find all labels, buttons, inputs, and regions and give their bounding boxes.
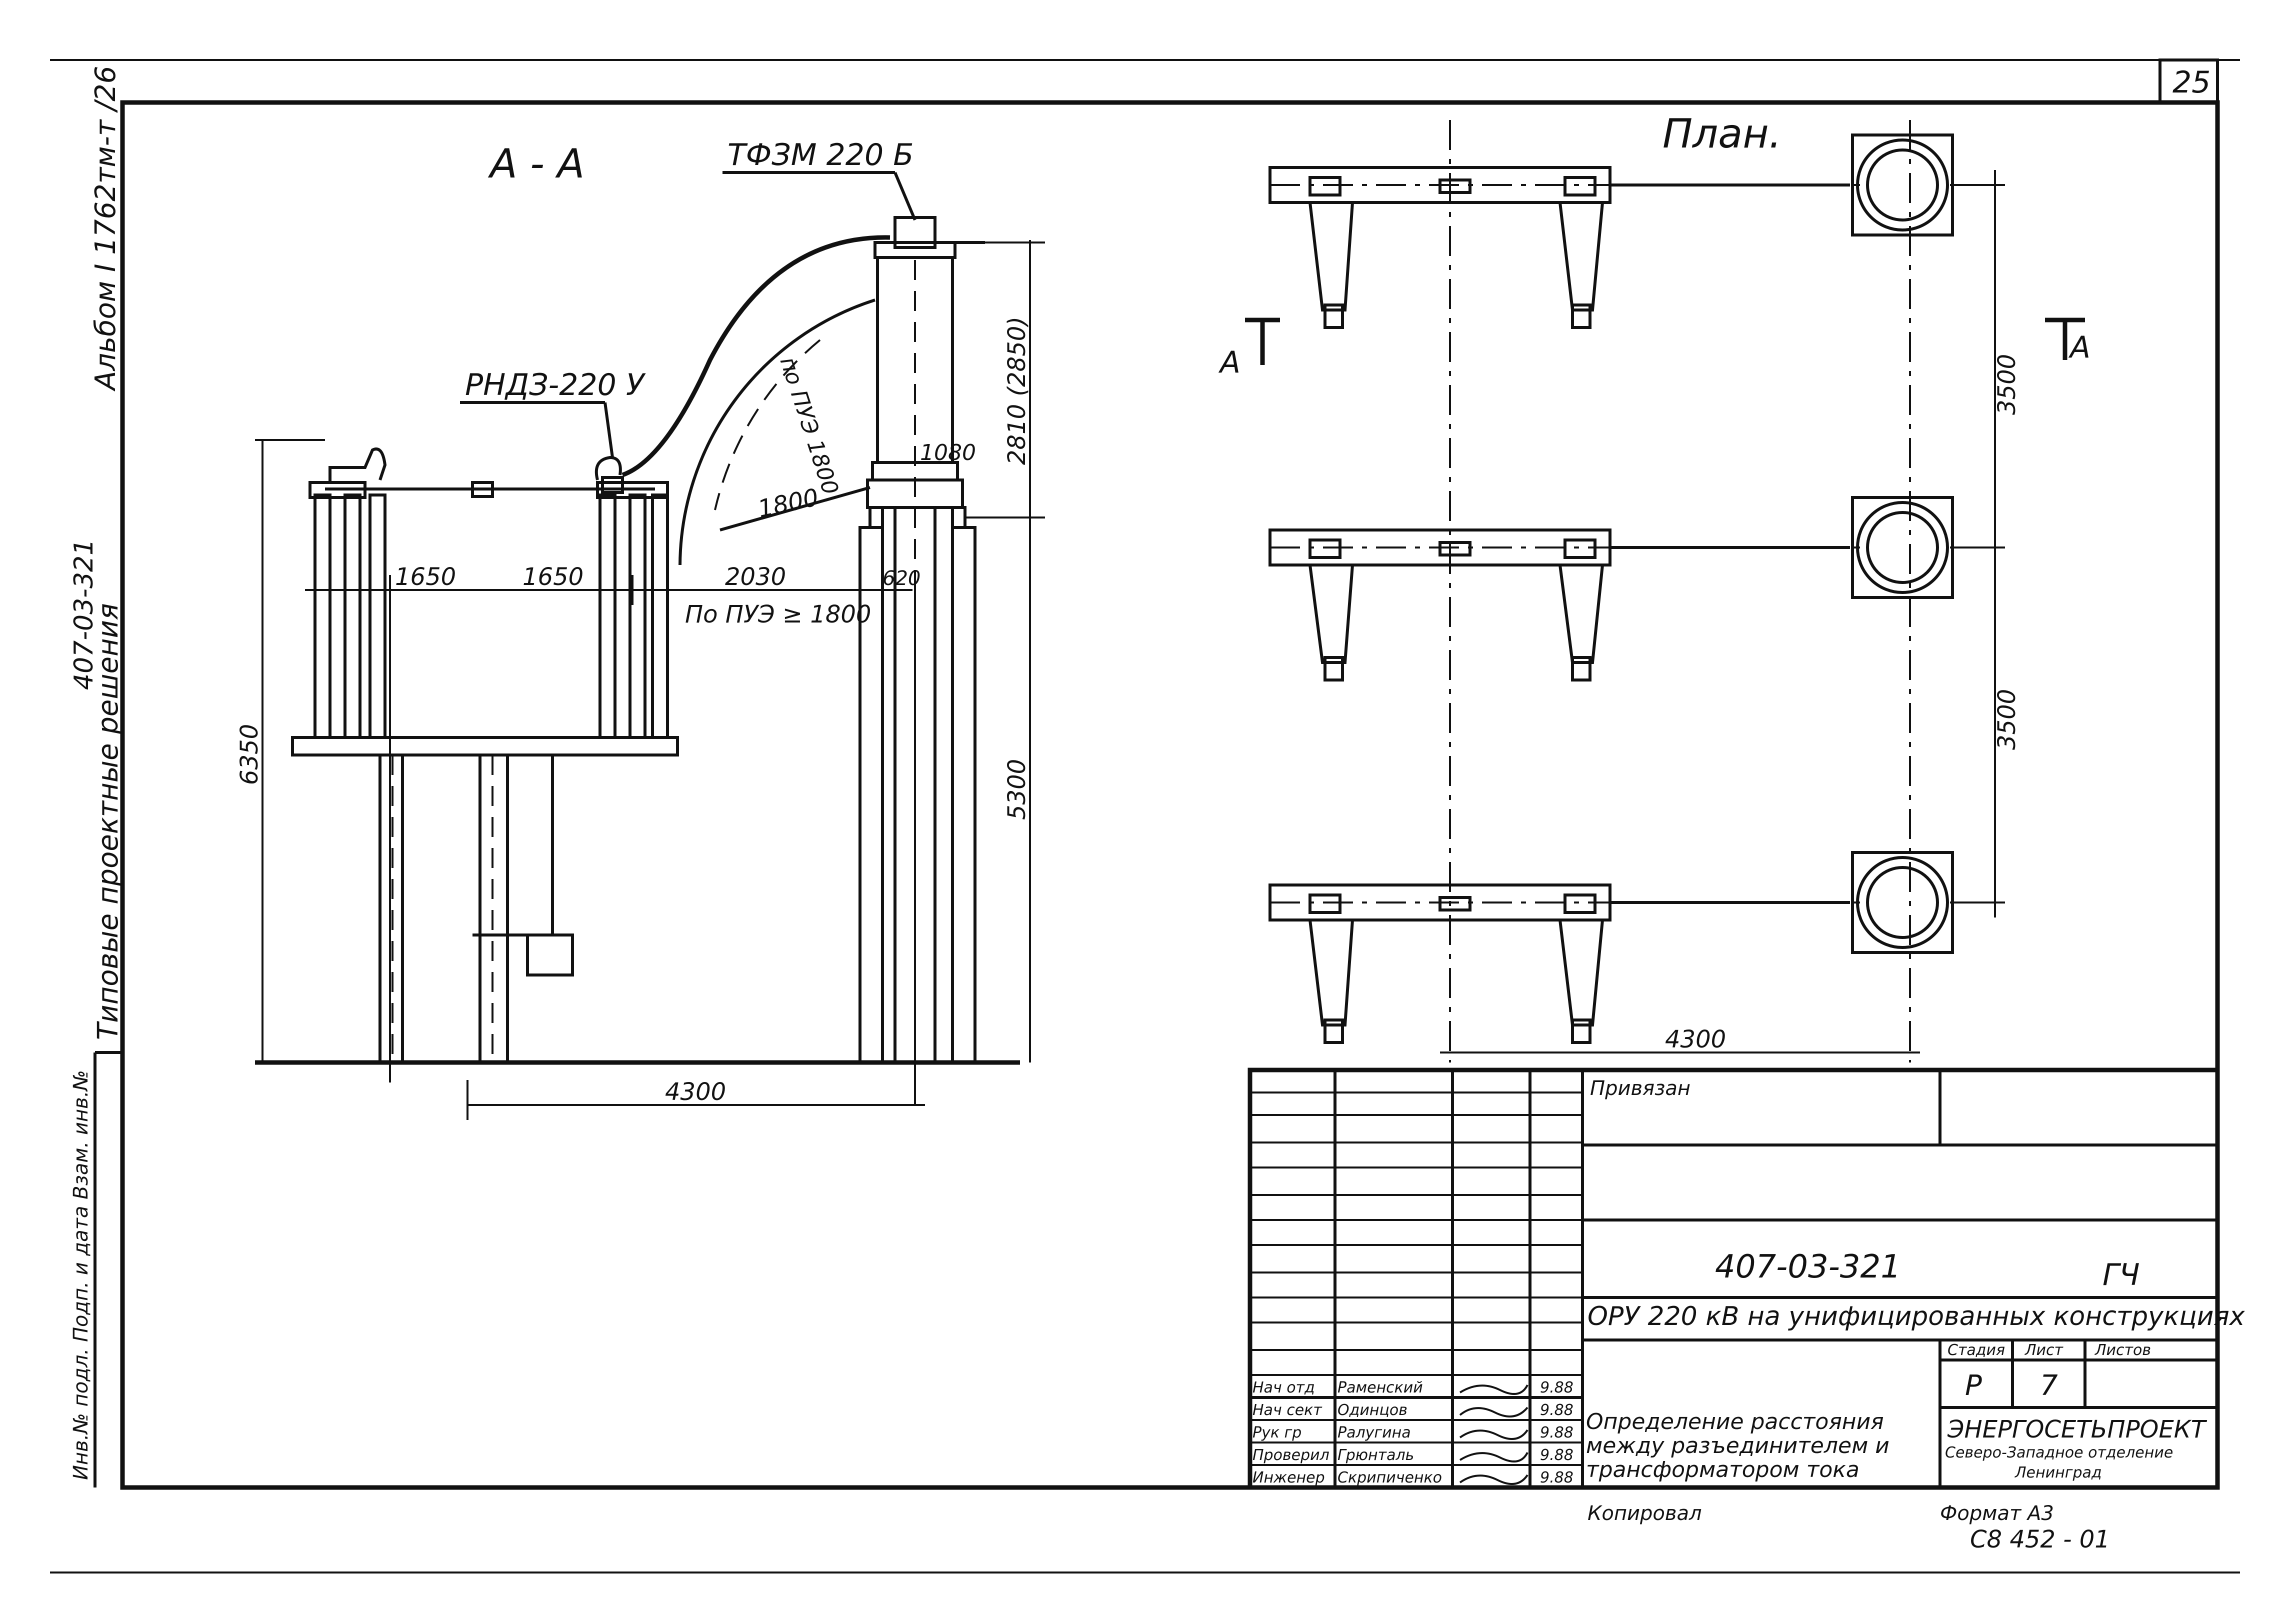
signature-3: [1459, 1429, 1528, 1440]
sheet-frame: [50, 58, 2240, 1574]
left-margin: Альбом I 1762тм-т /26 407-03-321 Типовые…: [69, 66, 124, 1488]
ct-label: ТФЗМ 220 Б: [728, 138, 914, 172]
signature-5: [1459, 1474, 1528, 1485]
inventory-stamp: Инв.№ подл. Подп. и дата Взам. инв.№: [70, 1070, 92, 1480]
signer-5-date: 9.88: [1540, 1469, 1574, 1486]
copied-by: Копировал: [1588, 1502, 1702, 1525]
project-name: ОРУ 220 кВ на унифицированных конструкци…: [1588, 1302, 2246, 1332]
disconnector-support: [291, 736, 679, 1062]
plan-row-1: [1268, 134, 1954, 329]
signer-2-date: 9.88: [1540, 1402, 1574, 1419]
sheet-title-box: Определение расстояния между разъедините…: [1586, 1410, 1890, 1482]
col-stage: Стадия: [1948, 1342, 2005, 1359]
flexible-lead: [622, 235, 890, 478]
col-sheets: Листов: [2094, 1342, 2151, 1359]
signers-table: Нач отд Раменский 9.88 Нач сект Одинцов …: [1252, 1379, 1574, 1486]
disconnector-insulators: [308, 448, 669, 739]
inventory-number: С8 452 - 01: [1970, 1526, 2110, 1554]
signer-4-date: 9.88: [1540, 1446, 1574, 1464]
section-title: А - А: [488, 140, 584, 187]
signature-1: [1459, 1384, 1528, 1395]
plan-row-3: [1268, 851, 1954, 1044]
org-city: Ленинград: [2014, 1464, 2102, 1482]
format-label: Формат А3: [1940, 1502, 2054, 1525]
signer-4-role: Проверил: [1252, 1446, 1330, 1464]
section-dimensions: 6350 1650 1650 2030 620 По ПУЭ ≥ 1800 10…: [236, 240, 1045, 1120]
privyazan-label: Привязан: [1590, 1077, 1690, 1100]
signature-4: [1459, 1452, 1528, 1462]
plan-dimensions: 3500 3500 4300: [1440, 170, 2021, 1054]
signer-5-role: Инженер: [1252, 1469, 1325, 1486]
signer-4-name: Грюнталь: [1338, 1446, 1414, 1464]
plan-row-2: [1268, 496, 1954, 682]
signer-1-role: Нач отд: [1252, 1379, 1315, 1396]
section-view: А - А: [236, 138, 1045, 1120]
section-mark-right-letter: А: [2068, 330, 2090, 365]
dim-3500-top: 3500: [1993, 354, 2021, 415]
disconnector-label: РНДЗ-220 У: [465, 368, 646, 402]
signer-3-name: Ралугина: [1338, 1424, 1411, 1442]
signer-3-date: 9.88: [1540, 1424, 1574, 1442]
pue-note: По ПУЭ ≥ 1800: [685, 600, 871, 628]
signer-1-name: Раменский: [1338, 1379, 1423, 1396]
dim-1800-arc: 1800: [756, 484, 821, 524]
dim-4300-plan: 4300: [1665, 1026, 1726, 1054]
album-label: Альбом I 1762тм-т /26: [90, 66, 122, 392]
plan-title: План.: [1662, 110, 1782, 157]
plan-view: План.: [1218, 110, 2090, 1062]
series-label: Типовые проектные решения: [92, 603, 124, 1040]
org-sub: Северо-Западное отделение: [1945, 1444, 2173, 1462]
dim-1650-a: 1650: [395, 563, 456, 591]
dim-3500-bottom: 3500: [1993, 689, 2021, 750]
section-mark-right: А: [2045, 318, 2090, 365]
signer-5-name: Скрипиченко: [1338, 1469, 1442, 1486]
stage-value: Р: [1965, 1370, 1982, 1402]
dim-1080: 1080: [920, 440, 976, 466]
margin-code: 407-03-321: [69, 539, 99, 690]
col-sheet: Лист: [2024, 1342, 2064, 1359]
dim-620: 620: [882, 567, 920, 590]
current-transformer: [866, 216, 985, 1062]
signer-1-date: 9.88: [1540, 1379, 1574, 1396]
signer-3-role: Рук гр: [1252, 1424, 1302, 1442]
title-block: [1248, 1068, 2220, 1490]
signature-2: [1459, 1406, 1528, 1418]
clearance-arc: [678, 298, 876, 566]
dim-2030: 2030: [725, 563, 786, 591]
dim-6350: 6350: [236, 724, 264, 785]
page-number: 25: [2172, 65, 2210, 100]
project-code: 407-03-321: [1715, 1248, 1901, 1286]
dim-1650-b: 1650: [522, 563, 584, 591]
sheet-number: 7: [2040, 1370, 2058, 1402]
section-mark-left-letter: А: [1218, 345, 1240, 380]
dim-4300-section: 4300: [665, 1078, 726, 1106]
org-name: ЭНЕРГОСЕТЬПРОЕКТ: [1947, 1416, 2208, 1444]
dim-2810: 2810 (2850): [1003, 316, 1031, 465]
signer-2-role: Нач сект: [1252, 1402, 1322, 1419]
sheet-title: Определение расстояния между разъедините…: [1586, 1410, 1890, 1482]
signer-2-name: Одинцов: [1338, 1402, 1408, 1419]
section-mark-left: А: [1218, 318, 1280, 380]
dim-5300: 5300: [1003, 759, 1031, 820]
dim-1800-pue: по ПУЭ 1800: [775, 354, 844, 498]
project-gch: ГЧ: [2102, 1258, 2140, 1292]
